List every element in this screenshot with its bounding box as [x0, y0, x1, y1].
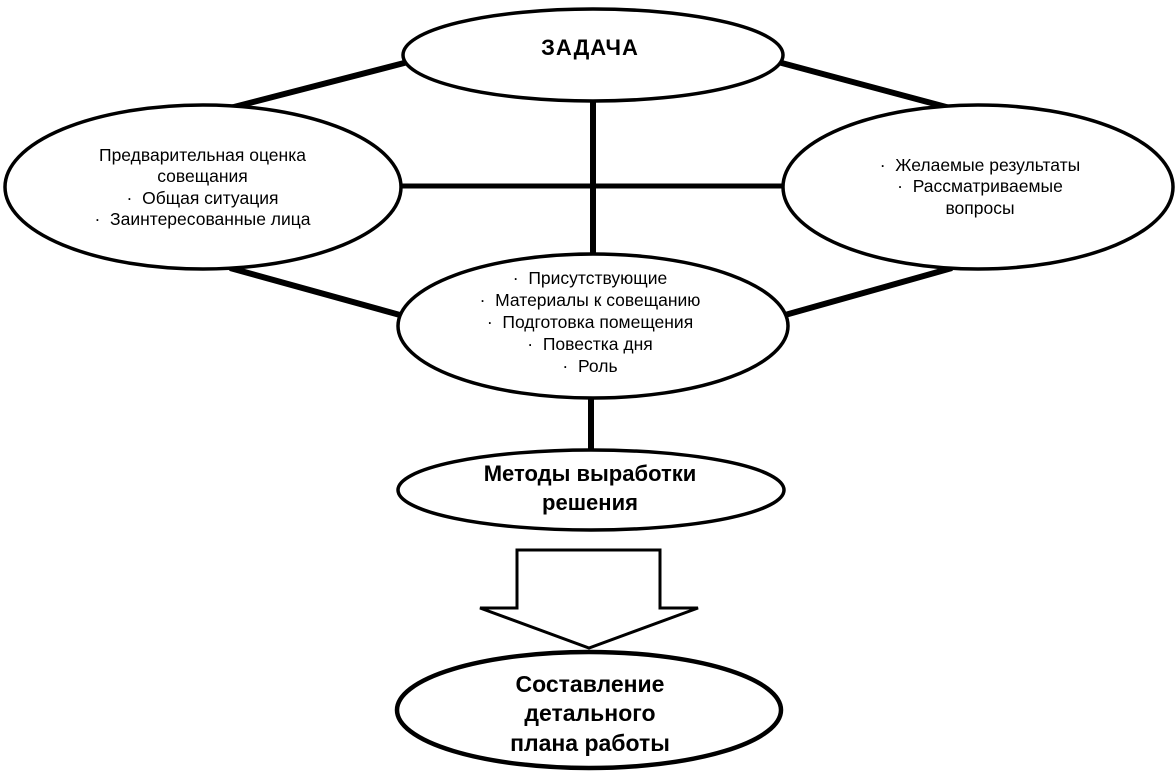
- preparation-label: Присутствующие Материалы к совещанию Под…: [420, 268, 760, 377]
- node-methods: [396, 448, 786, 532]
- preliminary-title: Предварительная оценка: [99, 145, 306, 165]
- desired-item-cont: вопросы: [945, 197, 1015, 218]
- node-task: [401, 7, 785, 103]
- desired-item: Рассматриваемые: [800, 176, 1160, 197]
- preparation-item: Повестка дня: [420, 334, 760, 356]
- preliminary-item: Общая ситуация: [30, 188, 375, 209]
- preparation-item: Присутствующие: [420, 268, 760, 290]
- preparation-item: Роль: [420, 356, 760, 378]
- preparation-item: Подготовка помещения: [420, 312, 760, 334]
- preliminary-item: Заинтересованные лица: [30, 209, 375, 230]
- down-arrow-icon: [479, 548, 699, 650]
- plan-label: Составление детального плана работы: [440, 670, 740, 758]
- plan-line: детального: [524, 700, 656, 727]
- plan-line: Составление: [515, 671, 665, 697]
- plan-line: плана работы: [510, 729, 670, 756]
- preliminary-label: Предварительная оценка совещания Общая с…: [30, 145, 375, 230]
- desired-item: Желаемые результаты: [800, 155, 1160, 176]
- methods-label: Методы выработки решения: [410, 460, 770, 517]
- preliminary-title-cont: совещания: [157, 166, 248, 187]
- edge-task-left: [229, 59, 409, 111]
- node-plan: [394, 649, 784, 771]
- task-title: ЗАДАЧА: [541, 35, 639, 60]
- connectors: [229, 59, 953, 452]
- desired-label: Желаемые результаты Рассматриваемые вопр…: [800, 155, 1160, 219]
- edge-task-right: [777, 59, 951, 111]
- preparation-item: Материалы к совещанию: [420, 290, 760, 312]
- edge-right-center: [784, 265, 953, 318]
- task-label: ЗАДАЧА: [470, 35, 710, 62]
- methods-line: решения: [542, 489, 638, 515]
- methods-line: Методы выработки: [483, 461, 697, 486]
- edge-left-center: [229, 265, 401, 318]
